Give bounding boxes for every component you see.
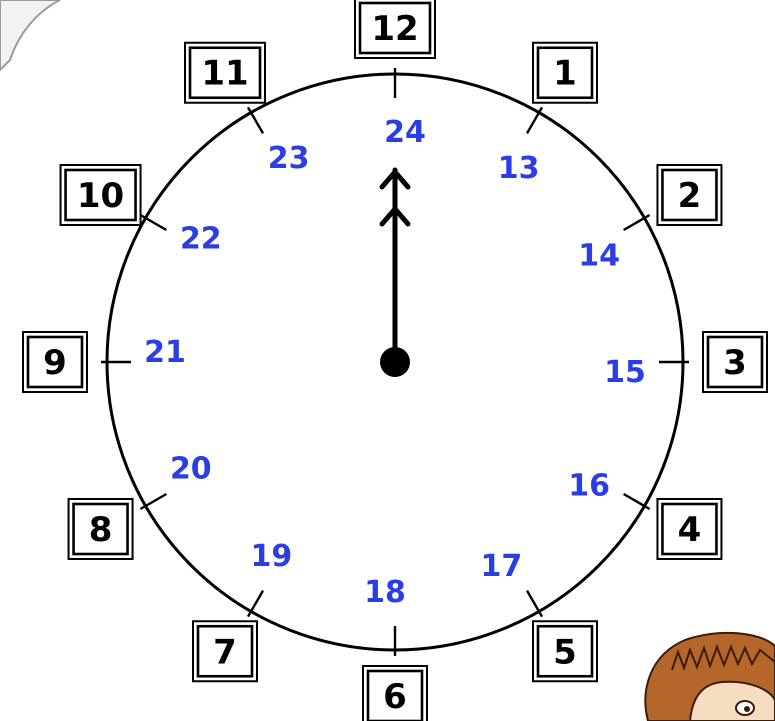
hour-label-10: 10	[77, 176, 124, 216]
hour-label-8: 8	[89, 510, 113, 550]
pm-label-14: 14	[578, 239, 620, 274]
hour-box-6: 6	[363, 666, 427, 721]
hour-label-3: 3	[723, 343, 747, 383]
hour-box-2: 2	[657, 165, 721, 225]
hour-label-12: 12	[371, 9, 418, 49]
hour-label-9: 9	[43, 343, 67, 383]
hour-box-4: 4	[657, 499, 721, 559]
hour-box-10: 10	[61, 165, 141, 225]
hour-box-3: 3	[703, 332, 767, 392]
hour-label-2: 2	[678, 176, 702, 216]
hour-label-7: 7	[213, 632, 237, 672]
pm-label-22: 22	[180, 221, 222, 256]
pm-label-18: 18	[364, 575, 406, 610]
pm-label-16: 16	[568, 469, 610, 504]
hour-box-1: 1	[533, 43, 597, 103]
pm-label-13: 13	[498, 151, 540, 186]
hour-box-5: 5	[533, 621, 597, 681]
hour-box-8: 8	[69, 499, 133, 559]
clock-center-pivot	[380, 347, 410, 377]
pm-label-23: 23	[268, 141, 310, 176]
hour-label-4: 4	[678, 510, 702, 550]
corner-curl-decoration	[0, 0, 60, 70]
hour-label-1: 1	[553, 54, 577, 94]
hour-box-12: 12	[355, 0, 435, 58]
hour-label-6: 6	[383, 677, 407, 717]
pm-label-15: 15	[604, 355, 646, 390]
pm-label-19: 19	[250, 539, 292, 574]
hour-box-11: 11	[185, 43, 265, 103]
pm-label-21: 21	[144, 335, 186, 370]
hour-label-11: 11	[201, 54, 248, 94]
pm-label-17: 17	[480, 549, 522, 584]
pm-label-24: 24	[384, 115, 426, 150]
hour-label-5: 5	[553, 632, 577, 672]
girl-character-illustration	[645, 633, 775, 721]
hour-box-9: 9	[23, 332, 87, 392]
hour-box-7: 7	[193, 621, 257, 681]
pm-label-20: 20	[170, 451, 212, 486]
